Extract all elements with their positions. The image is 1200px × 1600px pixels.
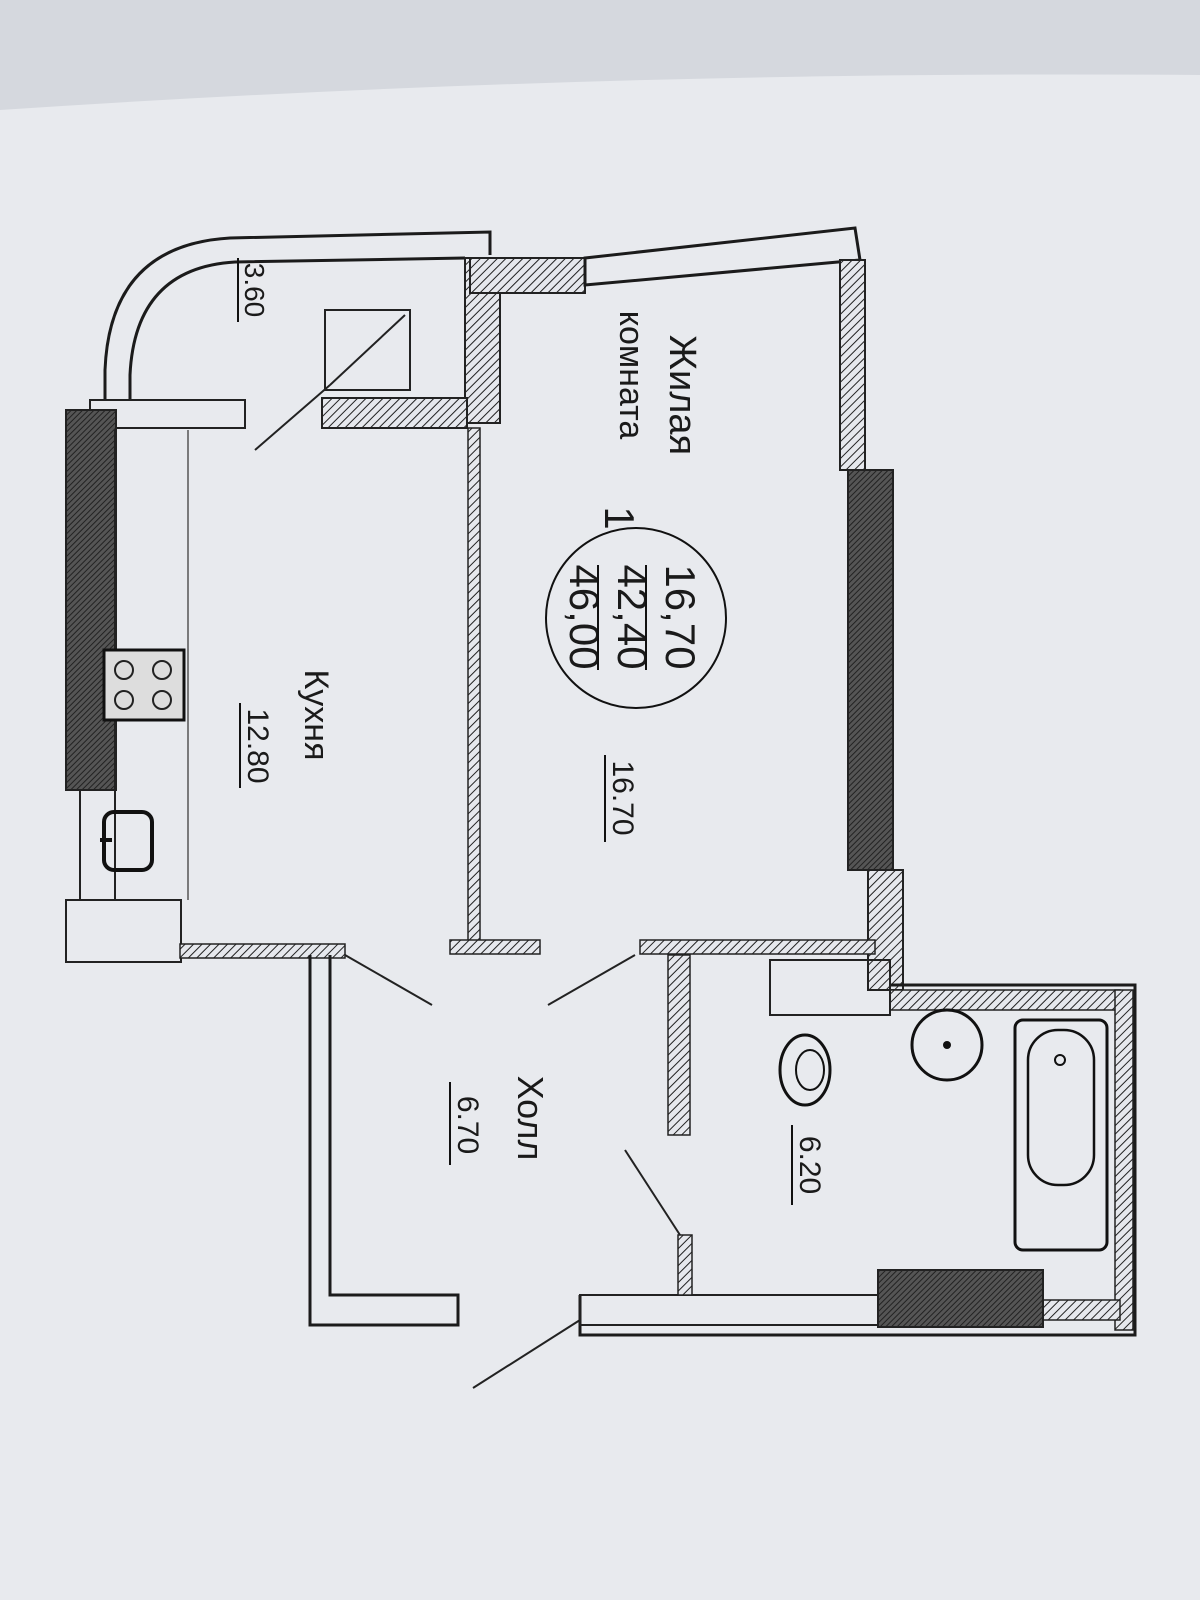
living-room-name-line1: Жилая (661, 335, 703, 455)
sink-icon (100, 810, 154, 872)
stove-icon (102, 648, 186, 722)
hall-walls (308, 954, 636, 1389)
balcony-area: 3.60 (239, 263, 270, 318)
badge-living-area: 16,70 (657, 564, 704, 669)
living-room-walls (321, 226, 904, 991)
apartment-badge-circle (545, 527, 727, 709)
hall-area: 6.70 (451, 1096, 484, 1154)
kitchen-walls (65, 409, 346, 963)
bathroom-area: 6.20 (793, 1136, 826, 1194)
badge-room-count: 1 (596, 506, 643, 529)
living-room-name-line2: комната (612, 311, 650, 440)
badge-total-area-no-balcony: 42,40 (609, 564, 656, 669)
bathtub-icon (1013, 1018, 1109, 1252)
washbasin-icon (910, 1008, 984, 1082)
kitchen-area: 12.80 (241, 708, 274, 783)
living-room-area: 16.70 (606, 760, 639, 835)
paper-sheet (0, 74, 1200, 1600)
hall-name: Холл (510, 1076, 551, 1161)
bathroom-walls (578, 954, 1137, 1337)
badge-total-area: 46,00 (561, 564, 608, 669)
kitchen-name: Кухня (297, 670, 335, 761)
toilet-icon (778, 1033, 832, 1107)
